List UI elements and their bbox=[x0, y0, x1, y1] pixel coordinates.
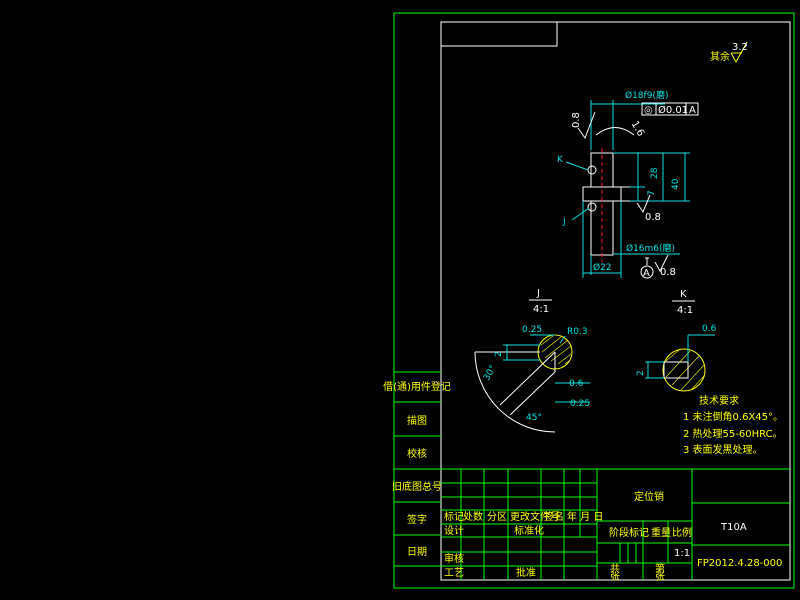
svg-text:J: J bbox=[562, 217, 566, 227]
svg-text:1 未注倒角0.6X45°。: 1 未注倒角0.6X45°。 bbox=[683, 410, 783, 423]
svg-text:28: 28 bbox=[650, 167, 660, 179]
strip-label: 借(通)用件登记 bbox=[383, 380, 451, 393]
rev-header: 标记 bbox=[444, 511, 464, 523]
sheet-label: 张 bbox=[610, 571, 620, 583]
part-name: 定位销 bbox=[634, 490, 664, 503]
strip-label: 校核 bbox=[407, 447, 427, 460]
svg-text:◎: ◎ bbox=[644, 105, 653, 116]
row-label: 工艺 bbox=[444, 567, 464, 579]
strip-label: 日期 bbox=[407, 546, 427, 558]
row-label: 审核 bbox=[444, 552, 464, 565]
svg-text:0.8: 0.8 bbox=[660, 267, 676, 278]
svg-text:Ø0.01: Ø0.01 bbox=[658, 104, 688, 116]
sheet-label: 第 bbox=[655, 562, 665, 575]
svg-text:K: K bbox=[680, 289, 687, 300]
stage-header: 重量 bbox=[651, 526, 671, 539]
main-view: Ø18f9(磨) ◎ Ø0.01 A 0.8 1.6 K J 7 28 40 0… bbox=[557, 90, 699, 279]
rev-header: 处数 bbox=[463, 510, 483, 523]
roughness-default: 其余 3.2 bbox=[710, 41, 748, 64]
svg-text:7: 7 bbox=[647, 190, 657, 196]
svg-text:4:1: 4:1 bbox=[677, 305, 693, 316]
svg-text:45°: 45° bbox=[526, 413, 542, 423]
svg-text:Ø22: Ø22 bbox=[593, 262, 612, 273]
svg-text:Ø18f9(磨): Ø18f9(磨) bbox=[625, 90, 668, 101]
svg-text:0.8: 0.8 bbox=[571, 112, 582, 128]
svg-text:0.8: 0.8 bbox=[645, 212, 661, 223]
strip-label: 签字 bbox=[407, 513, 427, 526]
svg-text:0.6: 0.6 bbox=[702, 324, 717, 334]
detail-j: J 4:1 0.25 R0.3 2 30° 0.6 0.25 bbox=[474, 288, 590, 433]
strip-label: 描图 bbox=[407, 414, 427, 427]
rev-header: 更改文件号 bbox=[510, 510, 560, 523]
svg-text:J: J bbox=[536, 288, 540, 299]
stage-header: 阶段标记 bbox=[609, 526, 649, 539]
svg-text:Ø16m6(磨): Ø16m6(磨) bbox=[626, 243, 675, 254]
svg-text:0.25: 0.25 bbox=[570, 399, 590, 409]
svg-text:R0.3: R0.3 bbox=[567, 327, 588, 337]
drawing-no: FP2012.4.28-000 bbox=[697, 558, 782, 569]
svg-text:2: 2 bbox=[636, 370, 646, 376]
row-label: 设计 bbox=[444, 524, 464, 537]
scale-value: 1:1 bbox=[674, 548, 690, 559]
tech-requirements: 技术要求 1 未注倒角0.6X45°。 2 热处理55-60HRC。 3 表面发… bbox=[683, 394, 783, 456]
row-label: 批准 bbox=[516, 566, 536, 579]
svg-text:2 热处理55-60HRC。: 2 热处理55-60HRC。 bbox=[683, 427, 783, 440]
rev-header: 年 月 日 bbox=[567, 510, 603, 523]
outer-frame bbox=[393, 12, 795, 589]
svg-text:0.6: 0.6 bbox=[569, 379, 584, 389]
svg-text:2: 2 bbox=[494, 351, 504, 357]
title-block: 标记 处数 分区 更改文件号 签名 年 月 日 设计 标准化 审核 工艺 批准 … bbox=[441, 468, 790, 583]
top-left-box bbox=[440, 21, 558, 47]
inner-frame bbox=[440, 21, 791, 581]
svg-text:K: K bbox=[557, 155, 564, 165]
material: T10A bbox=[720, 522, 747, 533]
svg-text:0.25: 0.25 bbox=[522, 325, 542, 335]
detail-k: K 4:1 0.6 2 bbox=[636, 289, 717, 392]
sheet-label: 共 bbox=[610, 563, 620, 575]
strip-label: 旧底图总号 bbox=[392, 480, 442, 493]
sheet-label: 张 bbox=[655, 571, 665, 583]
svg-text:30°: 30° bbox=[482, 364, 499, 383]
svg-text:A: A bbox=[643, 268, 650, 279]
rev-header: 分区 bbox=[487, 511, 507, 523]
svg-text:3 表面发黑处理。: 3 表面发黑处理。 bbox=[683, 443, 763, 456]
svg-text:其余: 其余 bbox=[710, 50, 730, 63]
row-label: 标准化 bbox=[514, 524, 544, 537]
left-strip: 借(通)用件登记 描图 校核 旧底图总号 签字 日期 bbox=[383, 371, 451, 567]
svg-text:4:1: 4:1 bbox=[533, 304, 549, 315]
svg-text:A: A bbox=[689, 105, 696, 116]
svg-text:1.6: 1.6 bbox=[629, 119, 646, 138]
rev-header: 签名 bbox=[544, 510, 564, 523]
svg-text:40: 40 bbox=[671, 178, 681, 190]
svg-text:技术要求: 技术要求 bbox=[699, 394, 739, 407]
svg-text:3.2: 3.2 bbox=[732, 42, 748, 53]
stage-header: 比例 bbox=[672, 526, 692, 539]
